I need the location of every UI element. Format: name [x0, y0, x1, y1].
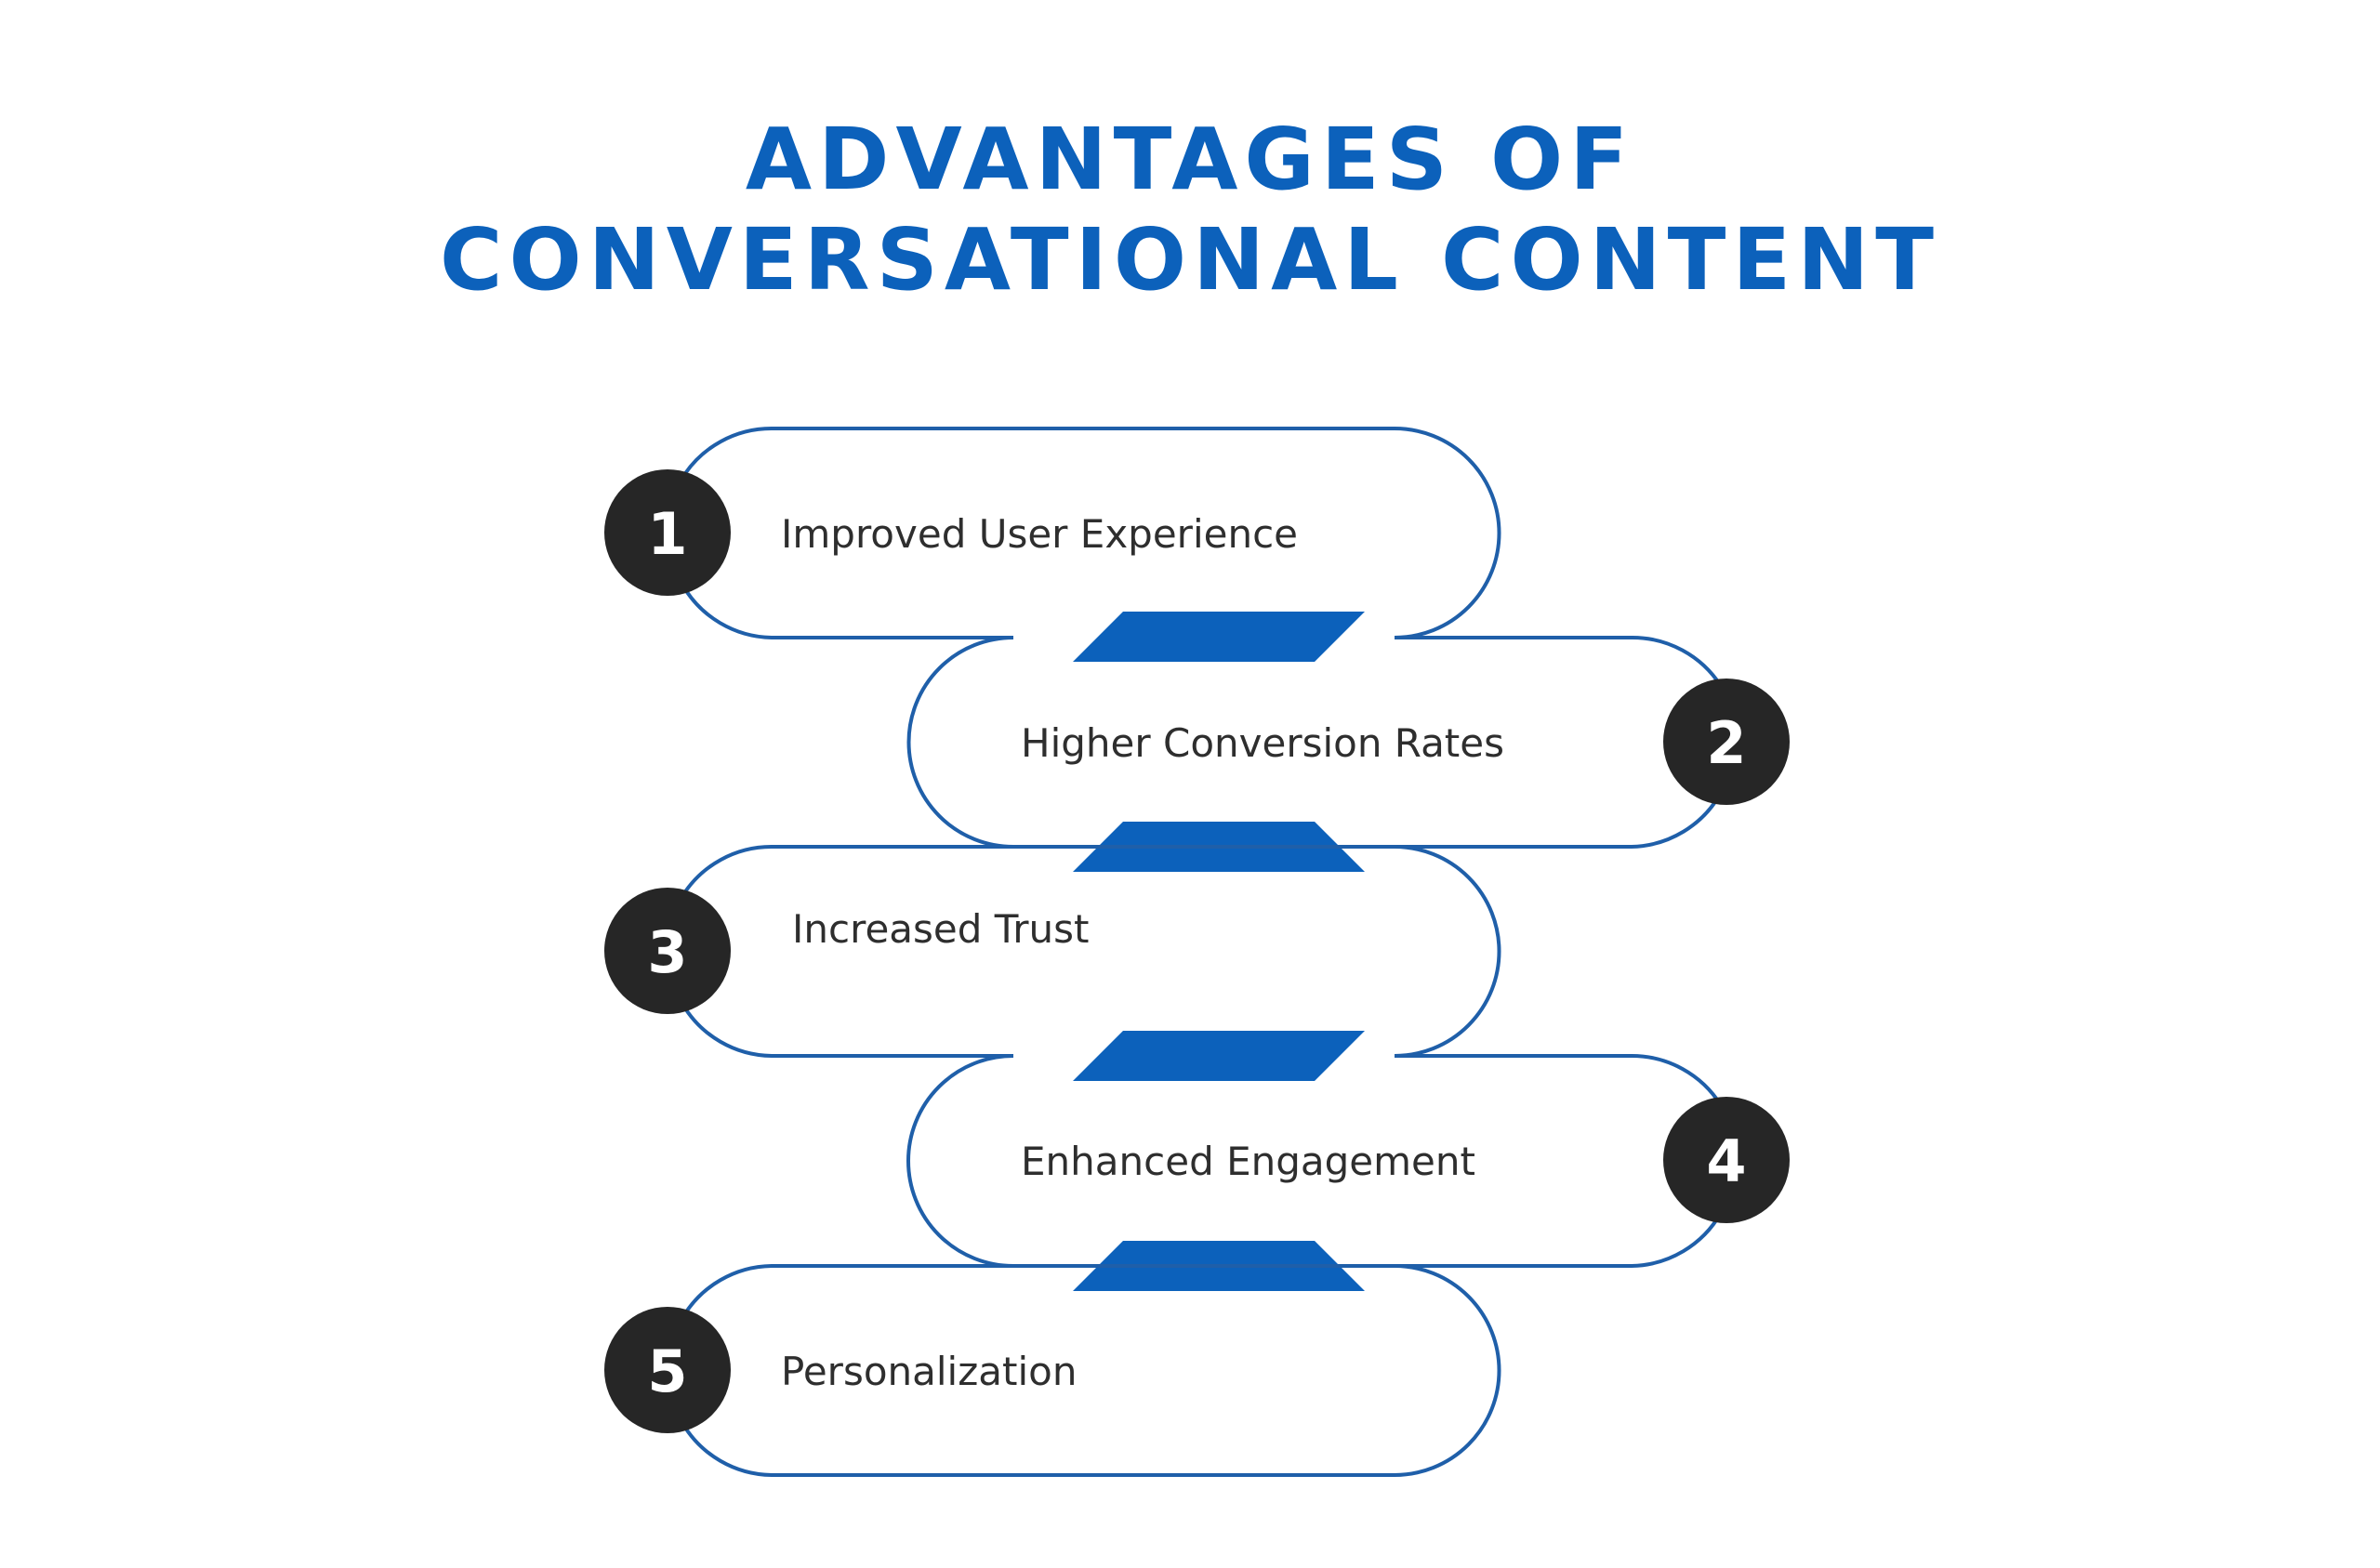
step-1-badge	[604, 469, 731, 596]
step-5-number: 5	[647, 1337, 687, 1405]
title-line-2: CONVERSATIONAL CONTENT	[439, 210, 1941, 310]
step-5: 5 Personalization	[604, 1264, 1501, 1477]
step-1: 1 Improved User Experience	[604, 426, 1501, 639]
step-1-label: Improved User Experience	[781, 511, 1298, 557]
connector-bars	[1073, 612, 1365, 1291]
connector-bar-1-2	[1073, 612, 1365, 662]
step-4-outline	[906, 1053, 1723, 1268]
diagram-title: ADVANTAGES OF CONVERSATIONAL CONTENT	[0, 110, 2380, 310]
step-1-number: 1	[647, 500, 687, 568]
connector-bar-3-4	[1073, 1031, 1365, 1081]
step-4-number: 4	[1706, 1127, 1746, 1195]
step-2-badge	[1663, 679, 1790, 805]
step-4: 4 Enhanced Engagement	[906, 1053, 1790, 1268]
step-2-outline	[906, 635, 1723, 849]
step-5-badge	[604, 1307, 731, 1433]
step-3-number: 3	[647, 918, 687, 986]
step-5-outline	[681, 1264, 1501, 1477]
title-line-1: ADVANTAGES OF	[745, 110, 1635, 209]
step-4-badge	[1663, 1097, 1790, 1223]
step-4-label: Enhanced Engagement	[1021, 1139, 1475, 1184]
step-3-label: Increased Trust	[792, 906, 1089, 952]
step-5-label: Personalization	[781, 1349, 1077, 1394]
step-3-outline	[681, 844, 1501, 1058]
step-2: 2 Higher Conversion Rates	[906, 635, 1790, 849]
step-2-number: 2	[1706, 709, 1746, 777]
step-2-label: Higher Conversion Rates	[1021, 720, 1504, 766]
step-3: 3 Increased Trust	[604, 844, 1501, 1058]
step-1-outline	[681, 426, 1501, 639]
step-3-badge	[604, 888, 731, 1014]
